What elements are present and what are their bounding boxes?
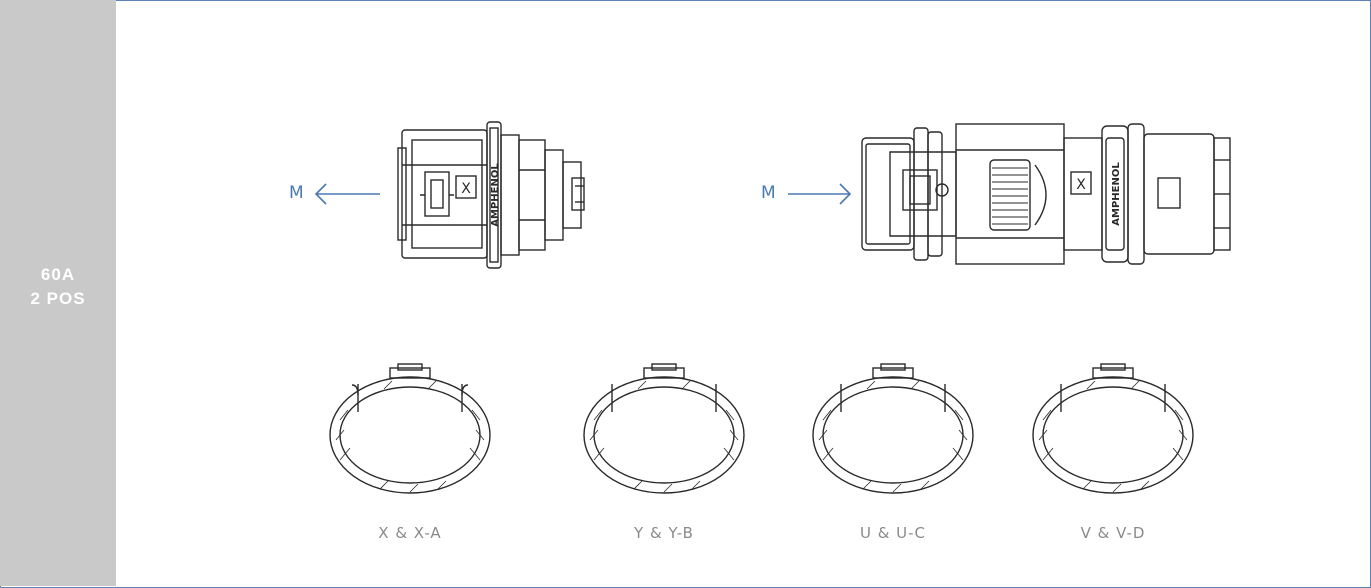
right-connector — [861, 123, 1231, 265]
rating-positions: 2 POS — [30, 289, 86, 308]
profile-caption-4: V & V-D — [1080, 524, 1146, 542]
keying-profile-2 — [583, 363, 745, 494]
left-connector — [397, 121, 585, 269]
left-brand-text: AMPHENOL — [490, 163, 501, 227]
profile-caption-3: U & U-C — [859, 524, 927, 542]
keying-profile-4 — [1032, 363, 1194, 494]
right-mating-label: M — [761, 183, 776, 203]
left-mating-label: M — [289, 183, 304, 203]
right-key-letter: X — [1076, 177, 1086, 193]
profile-caption-1: X & X-A — [378, 524, 442, 542]
keying-profile-1 — [329, 363, 491, 494]
right-brand-text: AMPHENOL — [1111, 162, 1122, 226]
keying-profile-3 — [812, 363, 974, 494]
right-arrow-icon — [788, 183, 852, 205]
rating-current: 60A — [40, 265, 76, 284]
left-key-letter: X — [461, 181, 471, 197]
rating-label: 60A 2 POS — [30, 263, 85, 323]
side-panel: 60A 2 POS — [0, 0, 116, 586]
profile-caption-2: Y & Y-B — [634, 524, 694, 542]
left-arrow-icon — [314, 183, 380, 205]
